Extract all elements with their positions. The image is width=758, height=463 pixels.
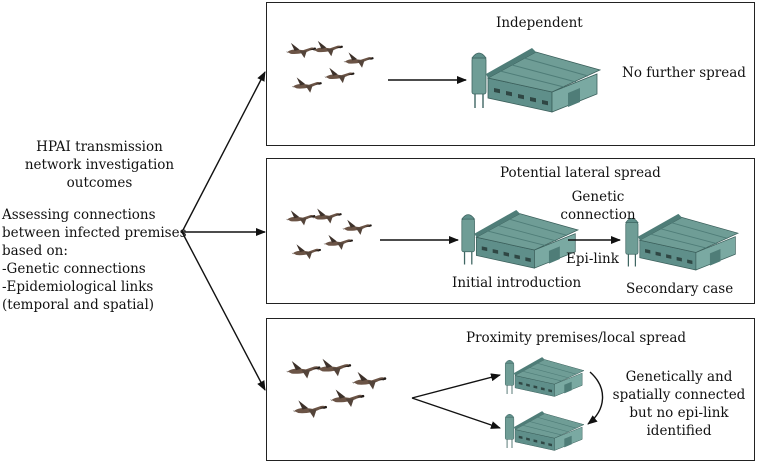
- outcomes-title-line: outcomes: [66, 175, 133, 191]
- note-line: spatially connected: [612, 387, 746, 403]
- note-line: but no epi-link: [629, 405, 729, 421]
- initial-introduction-label: Initial introduction: [452, 275, 582, 291]
- genetic-connection-label: Genetic connection: [548, 188, 648, 224]
- note-line: identified: [646, 423, 712, 439]
- curved-arrow-spatial-link: [587, 371, 604, 425]
- outcome-no-further-spread: No further spread: [622, 65, 746, 81]
- arrow-to-independent: [181, 71, 266, 233]
- outcomes-title: HPAI transmission network investigation …: [12, 138, 187, 192]
- poultry-barn-silo-icon: [471, 47, 601, 113]
- genetic-line: Genetic: [571, 189, 625, 205]
- poultry-barn-silo-icon: [504, 410, 585, 451]
- criteria-line: -Epidemiological links: [2, 279, 154, 295]
- panel-title-lateral: Potential lateral spread: [500, 165, 661, 181]
- panel-title-independent: Independent: [496, 15, 583, 31]
- geese-flock-icon: [286, 208, 372, 259]
- arrow-birds-to-lower-barn: [411, 397, 501, 429]
- criteria-line: based on:: [2, 243, 68, 259]
- outcomes-title-line: network investigation: [24, 157, 175, 173]
- genetic-line: connection: [560, 207, 636, 223]
- outcomes-title-line: HPAI transmission: [36, 139, 163, 155]
- criteria-line: -Genetic connections: [2, 261, 146, 277]
- assessment-criteria: Assessing connections between infected p…: [2, 206, 187, 314]
- epi-link-label: Epi-link: [566, 251, 619, 267]
- arrow-birds-to-upper-barn: [411, 373, 501, 399]
- geese-flock-icon: [286, 359, 386, 418]
- criteria-line: between infected premises: [2, 225, 187, 241]
- arrow-to-local: [181, 231, 266, 391]
- criteria-line: Assessing connections: [2, 207, 156, 223]
- local-spread-note: Genetically and spatially connected but …: [604, 368, 754, 440]
- note-line: Genetically and: [625, 369, 733, 385]
- poultry-barn-silo-icon: [504, 356, 585, 397]
- criteria-line: (temporal and spatial): [2, 297, 155, 313]
- secondary-case-label: Secondary case: [626, 281, 734, 297]
- geese-flock-icon: [286, 41, 374, 93]
- panel-title-local: Proximity premises/local spread: [466, 330, 687, 346]
